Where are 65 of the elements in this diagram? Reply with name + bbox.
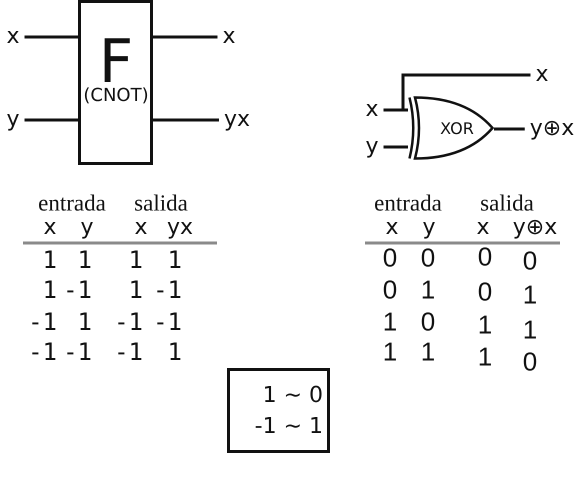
truth-value: 1 xyxy=(478,310,492,340)
truth-value: -1 xyxy=(63,338,92,366)
column-header: yx xyxy=(166,216,194,240)
truth-value: -1 xyxy=(63,276,92,304)
truth-value: 1 xyxy=(128,246,143,274)
column-header: y xyxy=(422,216,436,240)
truth-value: -1 xyxy=(114,308,143,336)
truth-value: 0 xyxy=(522,348,538,376)
truth-value: 1 xyxy=(382,338,398,366)
signal-label: x xyxy=(6,24,20,50)
truth-value: 1 xyxy=(42,276,57,304)
mapping-line: -1 ~ 1 xyxy=(254,414,323,440)
wire xyxy=(384,146,408,148)
wire xyxy=(24,36,78,38)
column-header: x xyxy=(43,216,57,240)
signal-label: y xyxy=(365,134,379,160)
truth-value: 1 xyxy=(382,308,398,336)
signal-label: yx xyxy=(224,108,250,132)
truth-value: 1 xyxy=(478,342,492,372)
column-group-title: entrada xyxy=(38,190,106,216)
wire xyxy=(384,74,530,112)
truth-value: 0 xyxy=(420,244,436,272)
mapping-line: 1 ~ 0 xyxy=(262,384,323,408)
truth-value: 1 xyxy=(78,246,92,274)
column-header: y⊕x xyxy=(512,216,558,240)
truth-value: 0 xyxy=(522,246,538,276)
column-group-title: salida xyxy=(480,190,534,216)
wire xyxy=(24,118,78,122)
truth-value: 1 xyxy=(128,276,143,304)
wire xyxy=(153,36,218,38)
truth-value: -1 xyxy=(153,308,182,336)
truth-value: -1 xyxy=(28,338,57,366)
wire xyxy=(153,118,219,122)
column-header: x xyxy=(134,216,148,240)
gate-label: XOR xyxy=(440,120,474,138)
column-header: y xyxy=(80,216,94,240)
truth-value: 0 xyxy=(382,276,398,304)
mapping-box xyxy=(227,368,330,453)
truth-value: 1 xyxy=(522,280,538,310)
truth-value: 1 xyxy=(420,276,436,304)
truth-value: 0 xyxy=(478,242,492,272)
signal-label: x xyxy=(535,62,549,88)
truth-value: -1 xyxy=(153,276,182,304)
column-group-title: salida xyxy=(134,190,188,216)
truth-value: 0 xyxy=(420,308,436,336)
function-block xyxy=(78,0,153,165)
truth-value: 1 xyxy=(168,246,182,274)
truth-value: 0 xyxy=(382,244,398,272)
column-header: x xyxy=(385,216,399,240)
signal-label: y xyxy=(6,108,20,132)
xor-gate xyxy=(408,96,494,160)
truth-value: 1 xyxy=(522,316,538,344)
truth-value: 1 xyxy=(42,246,57,274)
wire xyxy=(494,128,525,130)
signal-label: y⊕x xyxy=(530,116,574,142)
truth-value: 1 xyxy=(420,338,436,366)
truth-value: 0 xyxy=(478,278,492,306)
signal-label: x xyxy=(222,24,236,50)
truth-value: -1 xyxy=(28,308,57,336)
signal-label: x xyxy=(365,98,379,122)
truth-value: 1 xyxy=(78,308,92,336)
truth-value: -1 xyxy=(114,338,143,366)
truth-value: 1 xyxy=(168,338,182,366)
column-header: x xyxy=(476,216,490,240)
column-group-title: entrada xyxy=(374,190,442,216)
